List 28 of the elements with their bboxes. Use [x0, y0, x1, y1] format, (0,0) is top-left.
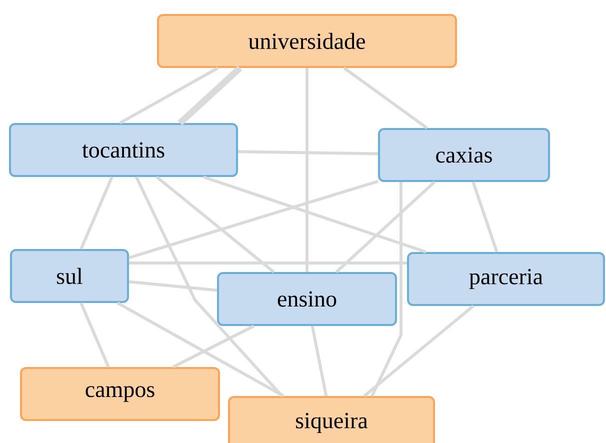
edge-line [238, 150, 378, 156]
edge-line [129, 262, 407, 264]
node-box: tocantins [9, 123, 238, 177]
edge-line [310, 326, 328, 396]
edge-line [363, 304, 474, 398]
edge-line [172, 324, 255, 368]
node-box: sul [10, 248, 129, 303]
edge-line [472, 182, 498, 252]
node-box: universidade [157, 14, 457, 68]
edge-line [335, 180, 436, 274]
edge-line [203, 176, 426, 254]
node-box: parceria [407, 252, 605, 306]
edge-line [80, 176, 114, 250]
edge-line [178, 66, 242, 126]
edge-line [128, 180, 378, 260]
edge-line [306, 68, 308, 272]
node-box: caxias [378, 128, 550, 182]
edge-line [119, 66, 219, 124]
edge-line [156, 176, 275, 274]
edge-line [135, 176, 284, 397]
edge-line [80, 302, 110, 368]
node-box: ensino [217, 272, 397, 326]
node-box: campos [20, 366, 220, 421]
node-box: siqueira [228, 396, 435, 443]
edge-line [343, 66, 428, 130]
edge-line [128, 280, 218, 292]
edge-line [370, 182, 402, 397]
edge-line [116, 302, 284, 398]
